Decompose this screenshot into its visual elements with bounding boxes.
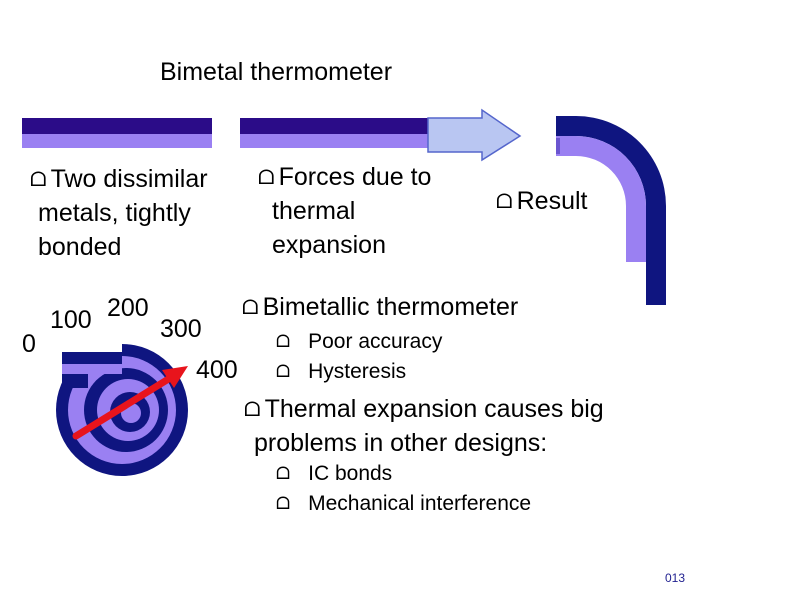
bullet-icon: ᗝ — [496, 189, 513, 213]
bullet-icon: ᗝ — [276, 332, 291, 352]
dial-label-200: 200 — [107, 294, 149, 322]
bimetallic-heading-text: Bimetallic thermometer — [262, 293, 519, 321]
column-line: Two dissimilar — [50, 165, 208, 193]
designs-list: ᗝ IC bonds ᗝ Mechanical interference — [276, 459, 531, 519]
dial-label-400: 400 — [196, 356, 238, 384]
list-item-text: IC bonds — [308, 462, 393, 485]
dial-label-300: 300 — [160, 315, 202, 343]
slide-title: Bimetal thermometer — [160, 58, 393, 86]
column-line: expansion — [272, 231, 386, 259]
bullet-icon: ᗝ — [276, 464, 291, 484]
thermal-force-arrow-illustration — [240, 108, 522, 162]
thermal-line: Thermal expansion causes big — [264, 395, 604, 423]
column-line: bonded — [38, 233, 122, 261]
column-line: Result — [516, 187, 588, 215]
list-item-text: Mechanical interference — [308, 492, 532, 515]
bullet-icon: ᗝ — [276, 494, 291, 514]
bullet-icon: ᗝ — [244, 397, 261, 421]
slide-number: 013 — [665, 571, 686, 585]
dial-label-100: 100 — [50, 306, 92, 334]
bullet-icon: ᗝ — [258, 165, 275, 189]
column-line: metals, tightly — [38, 199, 191, 227]
bullet-icon: ᗝ — [30, 167, 47, 191]
dial-pointer-arrow — [72, 366, 188, 440]
bimetal-strip-illustration — [22, 118, 212, 148]
bullet-icon: ᗝ — [276, 362, 291, 382]
column-line: Forces due to — [278, 163, 432, 191]
thermal-line: problems in other designs: — [254, 429, 548, 457]
list-item-text: Hysteresis — [308, 360, 407, 383]
list-item: ᗝ Mechanical interference — [276, 489, 531, 519]
bimetallic-list: ᗝ Poor accuracy ᗝ Hysteresis — [276, 327, 442, 387]
list-item: ᗝ Hysteresis — [276, 357, 442, 387]
list-item: ᗝ IC bonds — [276, 459, 531, 489]
column-line: thermal — [272, 197, 356, 225]
bullet-icon: ᗝ — [242, 295, 259, 319]
dial-label-0: 0 — [22, 330, 36, 358]
curved-strip-illustration — [556, 116, 666, 305]
list-item: ᗝ Poor accuracy — [276, 327, 442, 357]
list-item-text: Poor accuracy — [308, 330, 443, 353]
